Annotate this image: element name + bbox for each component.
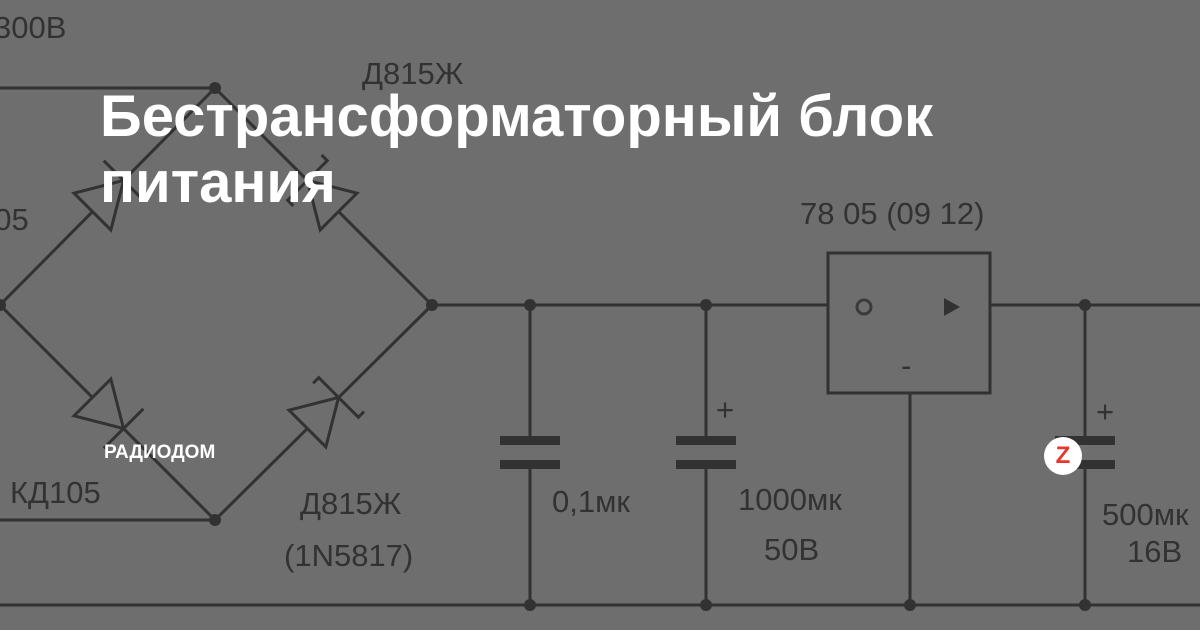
cap2-plate-top xyxy=(676,436,736,445)
label-regulator-minus: - xyxy=(901,348,911,383)
label-zener-bottom-alt: (1N5817) xyxy=(284,538,413,573)
label-cap3-voltage: 16В xyxy=(1127,534,1182,569)
zen-logo-icon: Z xyxy=(1044,437,1082,475)
label-diode-top: КД105 xyxy=(0,202,29,237)
cap1-plate-bottom xyxy=(500,460,560,469)
regulator-box xyxy=(826,251,992,395)
label-cap3-plus: + xyxy=(1096,394,1114,429)
label-cap1: 0,1мк xyxy=(552,484,630,519)
zener-bottom-right-icon xyxy=(286,375,366,450)
cap3-plate-top xyxy=(1055,436,1115,445)
label-cap3-value: 500мк xyxy=(1102,497,1189,532)
cap2-plate-bottom xyxy=(676,460,736,469)
diode-top-left-icon xyxy=(71,159,145,233)
label-voltage-in: 300В xyxy=(0,10,66,45)
label-cap2-voltage: 50В xyxy=(764,532,819,567)
diode-bottom-left-icon xyxy=(71,376,145,450)
label-diode-bottom: КД105 xyxy=(10,475,101,510)
article-title[interactable]: Бестрансформаторный блок питания xyxy=(100,84,934,215)
label-zener-top: Д815Ж xyxy=(362,56,464,91)
regulator-output-icon xyxy=(944,298,960,316)
zener-top-right-icon xyxy=(285,153,360,233)
label-zener-bottom: Д815Ж xyxy=(300,486,402,521)
cap3-plate-bottom xyxy=(1055,460,1115,469)
regulator-input-icon xyxy=(855,298,873,316)
label-cap2-plus: + xyxy=(716,392,734,427)
cap1-plate-top xyxy=(500,436,560,445)
source-name[interactable]: РАДИОДОМ xyxy=(104,442,216,463)
label-cap2-value: 1000мк xyxy=(738,482,842,517)
zen-logo-letter: Z xyxy=(1055,442,1071,469)
label-regulator: 78 05 (09 12) xyxy=(800,196,984,231)
